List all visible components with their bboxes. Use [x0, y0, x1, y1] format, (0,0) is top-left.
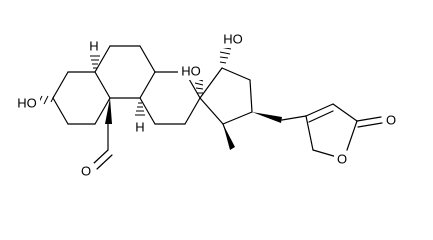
carbonyl-bond	[356, 116, 382, 122]
hash-line	[194, 82, 204, 86]
bond	[94, 45, 111, 73]
bond	[184, 97, 201, 125]
label-background	[383, 112, 399, 128]
carbonyl-bond-inner	[357, 122, 383, 128]
hydrogen-label-c9: H	[135, 120, 144, 135]
bond	[139, 45, 156, 73]
label-background	[86, 38, 102, 54]
hydrogen-label-c5: H	[89, 39, 98, 54]
label-background	[78, 163, 94, 179]
bond	[94, 97, 111, 125]
bond	[249, 79, 253, 113]
lactone-carbonyl-oxygen-label: O	[386, 113, 396, 128]
bond	[139, 71, 156, 99]
butenolide-ring	[281, 103, 383, 158]
label-background	[14, 94, 40, 112]
bond	[139, 97, 156, 125]
wedge-bond	[223, 124, 235, 150]
bond	[346, 120, 358, 151]
bond	[332, 103, 358, 122]
lactone-ring-oxygen-label: O	[337, 152, 347, 167]
wedge-bond	[252, 112, 282, 123]
hash-line	[43, 95, 49, 105]
bond	[222, 111, 253, 125]
bond	[52, 97, 69, 125]
bond	[305, 103, 334, 117]
double-bond-inner	[96, 154, 113, 170]
bond	[199, 97, 224, 125]
bond	[52, 71, 69, 99]
double-bond-inner	[308, 110, 334, 123]
hash-line	[219, 51, 231, 55]
hash-line	[195, 87, 204, 90]
label-background	[334, 151, 350, 167]
bond	[94, 71, 111, 99]
atom-labels: HO HO HO H H O O O	[14, 30, 399, 179]
ring-a	[52, 71, 111, 125]
bond	[92, 149, 109, 165]
ring-c	[139, 71, 201, 125]
wedge-bond	[105, 98, 112, 124]
hash-line	[219, 56, 229, 59]
aldehyde-group	[92, 98, 113, 170]
bond	[221, 67, 251, 81]
bond	[312, 149, 338, 158]
hydroxyl-label-c14: HO	[181, 64, 201, 79]
label-background	[220, 30, 246, 48]
bond	[199, 67, 223, 99]
ring-d	[199, 67, 253, 125]
hash-line	[50, 95, 55, 103]
bond	[305, 115, 314, 151]
hydroxyl-label-c3: HO	[17, 96, 37, 111]
hash-line	[219, 61, 227, 64]
ring-b	[94, 45, 156, 99]
bond	[281, 115, 307, 121]
aldehyde-oxygen-label: O	[81, 164, 91, 179]
hashed-bonds	[36, 46, 232, 116]
structure-diagram: HO HO HO H H O O O	[14, 30, 399, 179]
hydroxyl-label-c15: HO	[223, 32, 243, 47]
label-background	[178, 62, 204, 80]
label-background	[132, 119, 148, 135]
